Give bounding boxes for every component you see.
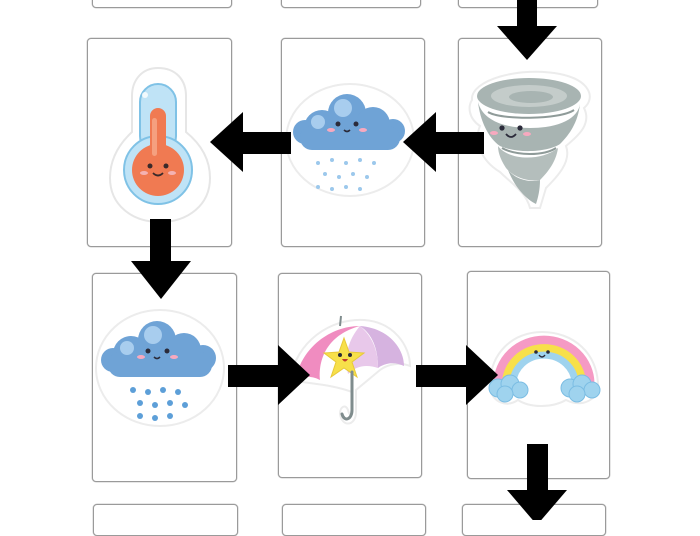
- card-top-left-partial: [92, 0, 232, 8]
- thermometer-icon: [108, 66, 212, 224]
- tornado-icon: [468, 70, 591, 209]
- arrow-left-rain-cloud-to-thermometer: [210, 112, 291, 172]
- arrow-down-top-to-tornado: [497, 0, 557, 60]
- arrow-left-tornado-to-rain-cloud: [403, 112, 484, 172]
- rainbow-icon: [488, 330, 601, 407]
- arrow-down-thermometer-to-snow-cloud: [131, 219, 191, 299]
- rain-cloud-icon: [285, 83, 415, 197]
- arrow-right-snow-cloud-to-umbrella: [228, 345, 310, 405]
- card-top-middle-partial: [281, 0, 421, 8]
- arrow-down-rainbow-to-bottom: [507, 444, 567, 520]
- umbrella-icon: [288, 315, 412, 425]
- diagram-canvas: [95, 0, 601, 520]
- snow-cloud-icon: [95, 309, 225, 427]
- arrow-right-umbrella-to-rainbow: [416, 345, 498, 405]
